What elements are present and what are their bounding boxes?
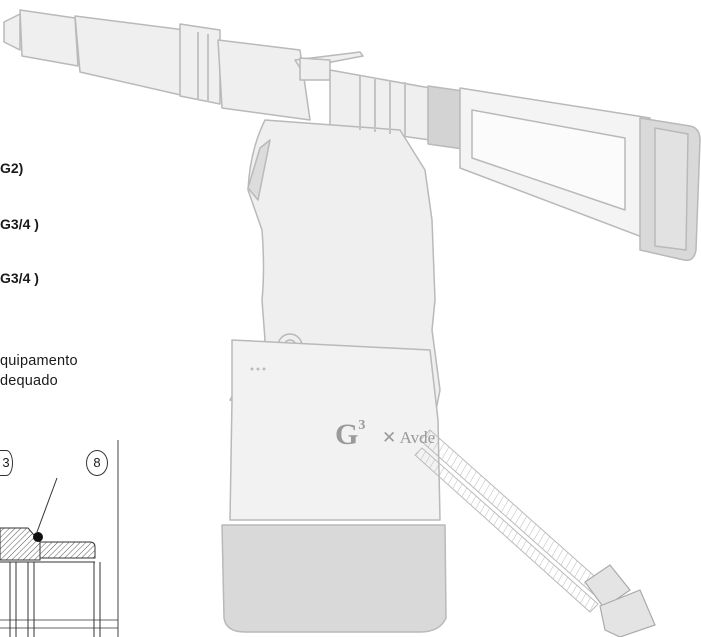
callout-3: 3 [0, 450, 13, 476]
partial-spec-line-3: G3/4 ) [0, 270, 39, 286]
callout-8: 8 [86, 450, 108, 476]
tool-model-label: G3 [335, 418, 365, 452]
partial-spec-line-2: G3/4 ) [0, 216, 39, 232]
paragraph-line-1: quipamento [0, 353, 78, 369]
paragraph-line-2: dequado [0, 373, 58, 389]
tool-brand-text: Avde [399, 428, 436, 447]
partial-spec-line-1: G2) [0, 160, 24, 176]
brand-mark-icon: ✕ [382, 428, 397, 447]
tool-brand-label: ✕ Avde [382, 428, 435, 448]
tool-model-letter: G [335, 418, 359, 451]
tool-model-superscript: 3 [358, 418, 366, 433]
